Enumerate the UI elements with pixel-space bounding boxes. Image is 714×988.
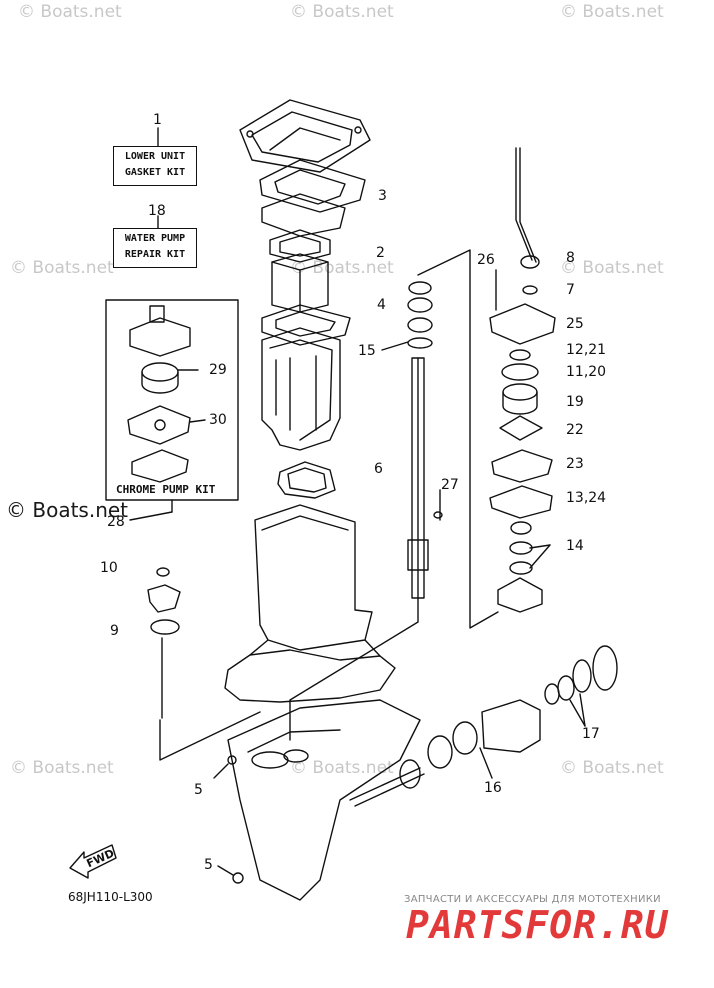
part-number-18: 18 [148,203,166,219]
lower-case [227,699,421,901]
part-number-11-20: 11,20 [566,364,607,380]
brand-subtitle: ЗАПЧАСТИ И АКСЕССУАРЫ ДЛЯ МОТОТЕХНИКИ [404,894,661,905]
part-number-1: 1 [153,112,162,128]
lower-unit-gasket-kit-label: LOWER UNIT GASKET KIT [113,146,197,186]
part-number-29: 29 [209,362,227,378]
part-number-16: 16 [484,780,502,796]
chrome-pump-kit-box [105,299,239,501]
watermark-dark: © Boats.net [6,498,129,522]
watermark: © Boats.net [290,258,394,278]
watermark: © Boats.net [18,2,122,22]
gasket-3 [259,159,366,213]
part-number-8: 8 [566,250,575,266]
part-number-5: 5 [204,857,213,873]
upper-casing [224,504,396,703]
part-number-19: 19 [566,394,584,410]
gasket-6 [277,461,336,499]
watermark: © Boats.net [560,2,664,22]
part-number-5: 5 [194,782,203,798]
watermark: © Boats.net [10,758,114,778]
part-number-17: 17 [582,726,600,742]
part-number-28: 28 [107,514,125,530]
part-number-7: 7 [566,282,575,298]
drive-shaft [407,357,429,599]
part-number-26: 26 [477,252,495,268]
part-number-15: 15 [358,343,376,359]
part-number-14: 14 [566,538,584,554]
part-number-22: 22 [566,422,584,438]
upper-cover-plate [239,99,371,173]
part-number-9: 9 [110,623,119,639]
watermark: © Boats.net [10,258,114,278]
part-number-30: 30 [209,412,227,428]
exhaust-housing [261,327,341,451]
gasket-4 [261,304,351,346]
watermark: © Boats.net [560,258,664,278]
part-number-25: 25 [566,316,584,332]
watermark: © Boats.net [290,758,394,778]
part-number-4: 4 [377,297,386,313]
part-number-6: 6 [374,461,383,477]
part-number-2: 2 [376,245,385,261]
watermark: © Boats.net [560,758,664,778]
part-number-27: 27 [441,477,459,493]
watermark: © Boats.net [290,2,394,22]
part-number-12-21: 12,21 [566,342,607,358]
part-number-13-24: 13,24 [566,490,607,506]
part-number-10: 10 [100,560,118,576]
part-number-23: 23 [566,456,584,472]
gasket-2 [269,229,331,263]
diagram-code: 68JH110-L300 [68,890,153,904]
chrome-pump-kit-label: CHROME PUMP KIT [116,483,216,496]
exhaust-tube [271,253,329,313]
part-number-3: 3 [378,188,387,204]
water-pump-repair-kit-label: WATER PUMP REPAIR KIT [113,228,197,268]
brand-logo: PARTSFOR.RU [406,903,669,947]
fwd-arrow-icon [69,844,117,879]
